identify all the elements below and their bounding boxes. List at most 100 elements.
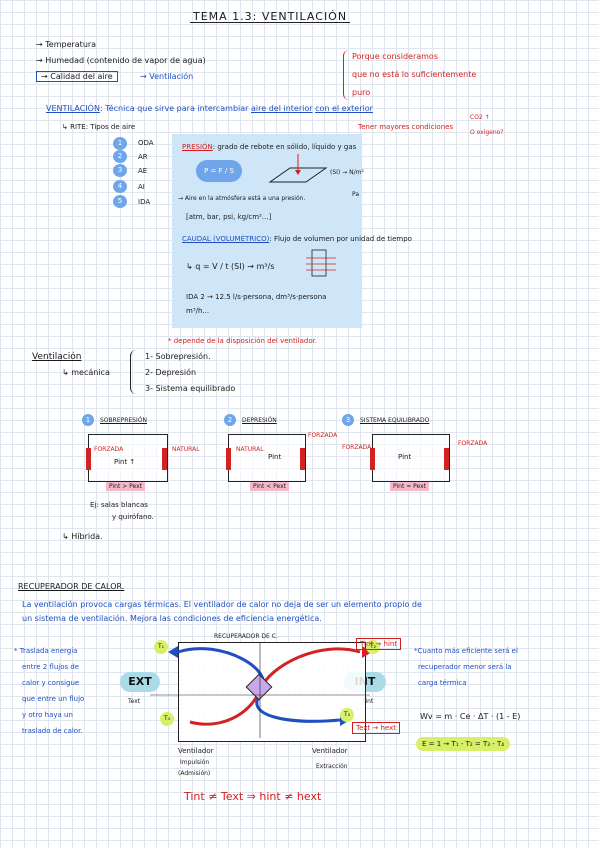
air-code-5: IDA [138, 198, 151, 206]
diagram-3-room [372, 434, 450, 482]
right-note-3: carga térmica [418, 679, 467, 687]
diagram-3-heater [370, 448, 375, 470]
definition-term: VENTILACIÓN [46, 104, 100, 113]
air-code-3: AE [138, 167, 148, 175]
diagram-1-caption: Pint > Pext [106, 482, 146, 491]
air-code-2: AR [138, 153, 148, 161]
intro-item-3-text: → Calidad del aire [36, 71, 118, 82]
diagram-1-heater-right [162, 448, 167, 470]
recuperador-line1: La ventilación provoca cargas térmicas. … [22, 600, 422, 609]
air-num-3: 3 [113, 164, 127, 177]
left-note-4: que entre un flujo [22, 695, 85, 703]
diagram-2-number: 2 [224, 414, 236, 426]
red-note-2: que no está lo suficientemente [352, 70, 477, 79]
force-surface-diagram [268, 154, 328, 183]
t-label-3: T₂ [366, 640, 380, 654]
diagram-3-heater-right [444, 448, 449, 470]
diagram-2-tag: FORZADA [308, 432, 338, 439]
t-label-2: T₄ [160, 712, 174, 726]
diagram-3-caption: Pint ≈ Pext [390, 482, 430, 491]
t-label-4: T₃ [340, 708, 354, 722]
diagram-1-title: SOBREPRESIÓN [100, 417, 147, 424]
red-note-1: Porque consideramos [352, 52, 438, 61]
diagram-3-inside: Pint [398, 453, 412, 461]
diagram-2-caption: Pint < Pext [250, 482, 290, 491]
recuperador-box-title: RECUPERADOR DE C. [214, 633, 278, 640]
diagram-2-heater [226, 448, 231, 470]
right-note-2: recuperador menor será la [418, 663, 512, 671]
intro-arrow-note: → Ventilación [140, 72, 194, 81]
ext-sub: Text [128, 698, 141, 705]
red-note-3: puro [352, 88, 371, 97]
diagram-2-tag2: NATURAL [236, 446, 264, 453]
left-note-2: entre 2 flujos de [22, 663, 80, 671]
rite-sub: ↳ RITE: Tipos de aire [62, 123, 136, 131]
pressure-line: PRESIÓN: grado de rebote en sólido, líqu… [182, 142, 356, 152]
right-box-1: Tint → hint [356, 638, 402, 650]
air-num-5: 5 [113, 195, 127, 208]
final-formula: Tint ≠ Text ⇒ hint ≠ hext [184, 790, 322, 803]
diagram-1-tag2: NATURAL [172, 446, 200, 453]
atm-note: → Aire en la atmósfera está a una presió… [178, 195, 306, 202]
intro-item-3: → Calidad del aire [36, 71, 118, 82]
red-brace [343, 50, 350, 100]
ventilation-heading: Ventilación [32, 352, 82, 362]
ext-bubble: EXT [120, 672, 160, 692]
ventilation-hibrida: ↳ Híbrida. [62, 532, 103, 541]
ventilation-mec: ↳ mecánica [62, 368, 110, 377]
left-note-3: calor y consigue [22, 679, 80, 687]
pressure-heading: PRESIÓN [182, 143, 213, 151]
diagram-1-example2: y quirófano. [112, 513, 154, 521]
left-note-5: y otro haya un [22, 711, 73, 719]
pressure-desc: : grado de rebote en sólido, líquido y g… [212, 143, 357, 151]
type-1: 1- Sobrepresión. [145, 352, 211, 361]
red-side-note: Tener mayores condiciones [358, 123, 454, 131]
ida-line2: m³/h... [186, 307, 210, 315]
types-brace [130, 350, 137, 394]
recuperador-line2: un sistema de ventilación. Mejora las co… [22, 614, 322, 623]
vent2-line1: Ventilador [312, 747, 348, 755]
left-note-1: * Traslada energía [14, 647, 78, 655]
air-code-4: AI [138, 183, 145, 191]
caudal-desc: : Flujo de volumen por unidad de tiempo [269, 235, 412, 243]
definition-text: : Técnica que sirve para intercambiar [99, 104, 249, 113]
intro-item-2: → Humedad (contenido de vapor de agua) [36, 56, 206, 65]
intro-item-1: → Temperatura [36, 40, 97, 49]
diagram-3-number: 3 [342, 414, 354, 426]
right-note-1: *Cuanto más eficiente será el [414, 647, 518, 655]
diagram-3-title: SISTEMA EQUILIBRADO [360, 417, 430, 424]
q-formula: ↳ q = V / t (SI) → m³/s [186, 262, 275, 271]
diagram-2-heater-right [300, 448, 305, 470]
definition-text2: aire del interior [251, 104, 313, 113]
green-formula: E = 1 → T₁ - T₂ = T₃ - T₄ [416, 737, 511, 751]
diagram-1-inside: Pint ↑ [114, 458, 136, 466]
int-sub: Tint [362, 698, 374, 705]
diagram-2-room [228, 434, 306, 482]
diagram-2-inside: Pint [268, 453, 282, 461]
red-opt-2: O oxígeno? [470, 129, 504, 136]
vent1-line3: (Admisión) [178, 770, 211, 777]
diagram-3-tag2: FORZADA [458, 440, 488, 447]
vent1-line1: Ventilador [178, 747, 214, 755]
diagram-2-title: DEPRESIÓN [242, 417, 277, 424]
wv-formula: Wv = m · Ce · ΔT · (1 - E) [420, 712, 521, 721]
air-code-1: ODA [138, 139, 154, 147]
definition-line: VENTILACIÓN: Técnica que sirve para inte… [46, 104, 373, 114]
diagram-1-heater [86, 448, 91, 470]
vent1-line2: Impulsión [180, 759, 210, 766]
type-2: 2- Depresión [145, 368, 197, 377]
vent2-line2: Extracción [316, 763, 348, 770]
air-num-4: 4 [113, 180, 127, 193]
pressure-formula: P = F / S [196, 160, 242, 182]
red-opt-1: CO2 ↑ [470, 114, 490, 121]
air-num-2: 2 [113, 150, 127, 163]
diagram-1-tag: FORZADA [94, 446, 124, 453]
right-box-2: Text → hext [352, 722, 400, 734]
ida-line: IDA 2 → 12.5 l/s·persona, dm³/s·persona [186, 293, 327, 301]
pa-unit: Pa [352, 191, 360, 198]
si-units: (SI) → N/m² [330, 169, 364, 176]
definition-text3: con el exterior [315, 104, 373, 113]
caudal-line: CAUDAL (VOLUMÉTRICO): Flujo de volumen p… [182, 234, 412, 244]
left-note-6: traslado de calor. [22, 727, 83, 735]
t-label-1: T₁ [154, 640, 168, 654]
